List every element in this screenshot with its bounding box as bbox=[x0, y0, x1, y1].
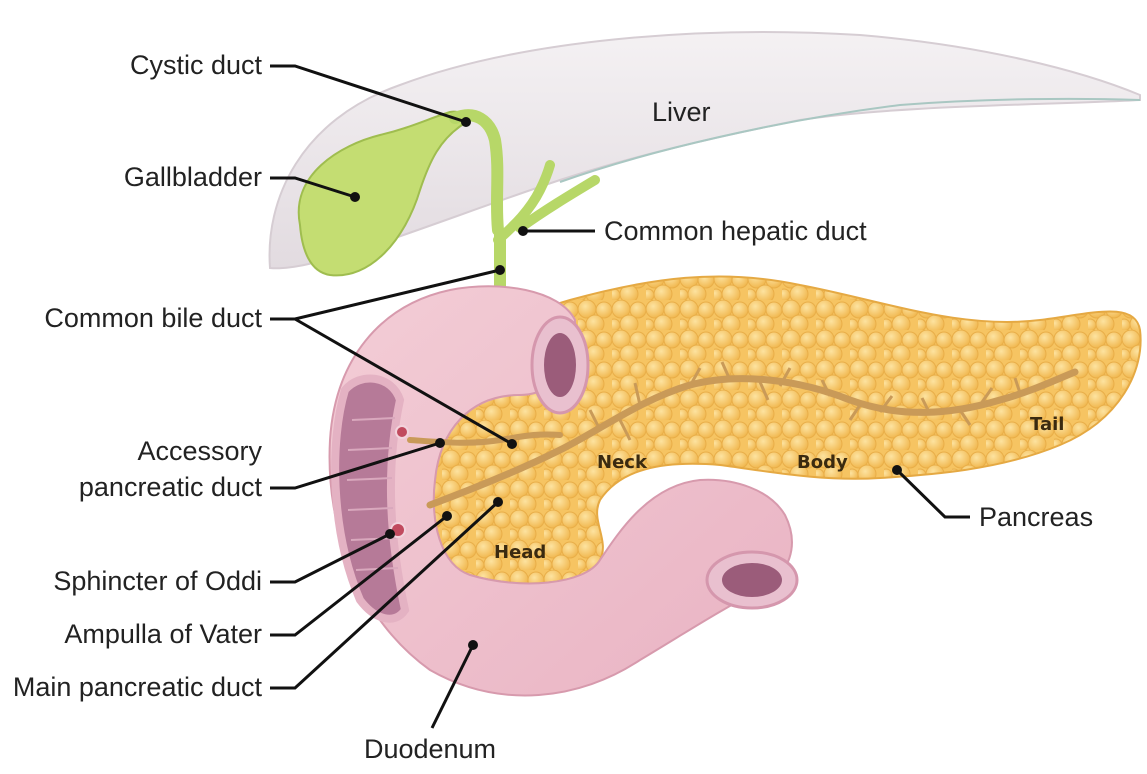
region-tail: Tail bbox=[1030, 414, 1064, 435]
label-main-pancreatic-duct: Main pancreatic duct bbox=[13, 672, 263, 702]
main-pancreatic-duct-shape bbox=[426, 368, 1079, 509]
liver-shape bbox=[268, 31, 1141, 270]
label-gallbladder: Gallbladder bbox=[124, 162, 262, 192]
leader-lines bbox=[270, 64, 970, 729]
label-accessory-line2: pancreatic duct bbox=[79, 472, 263, 502]
label-ampulla-of-vater: Ampulla of Vater bbox=[64, 619, 262, 649]
label-cystic-duct: Cystic duct bbox=[130, 50, 263, 80]
duodenum-cut-upper-inner bbox=[544, 333, 576, 397]
region-head: Head bbox=[494, 542, 546, 563]
label-sphincter-of-oddi: Sphincter of Oddi bbox=[53, 566, 262, 596]
duct-branches bbox=[588, 361, 1022, 441]
region-body: Body bbox=[797, 452, 848, 473]
anchor-dots bbox=[350, 117, 902, 650]
duodenum-lumen bbox=[331, 374, 410, 623]
duodenum-cut-lower-inner bbox=[722, 563, 782, 597]
label-liver: Liver bbox=[652, 97, 711, 127]
label-duodenum: Duodenum bbox=[364, 734, 496, 764]
cystic-duct-shape bbox=[449, 109, 504, 236]
label-common-hepatic-duct: Common hepatic duct bbox=[604, 216, 867, 246]
label-common-bile-duct: Common bile duct bbox=[44, 303, 262, 333]
gallbladder-shape bbox=[297, 110, 467, 277]
region-neck: Neck bbox=[597, 452, 648, 473]
label-accessory-line1: Accessory bbox=[137, 436, 262, 466]
label-pancreas: Pancreas bbox=[979, 502, 1093, 532]
liver-edge bbox=[559, 97, 1141, 183]
minor-papilla bbox=[395, 425, 409, 439]
accessory-pancreatic-duct-shape bbox=[407, 431, 563, 446]
